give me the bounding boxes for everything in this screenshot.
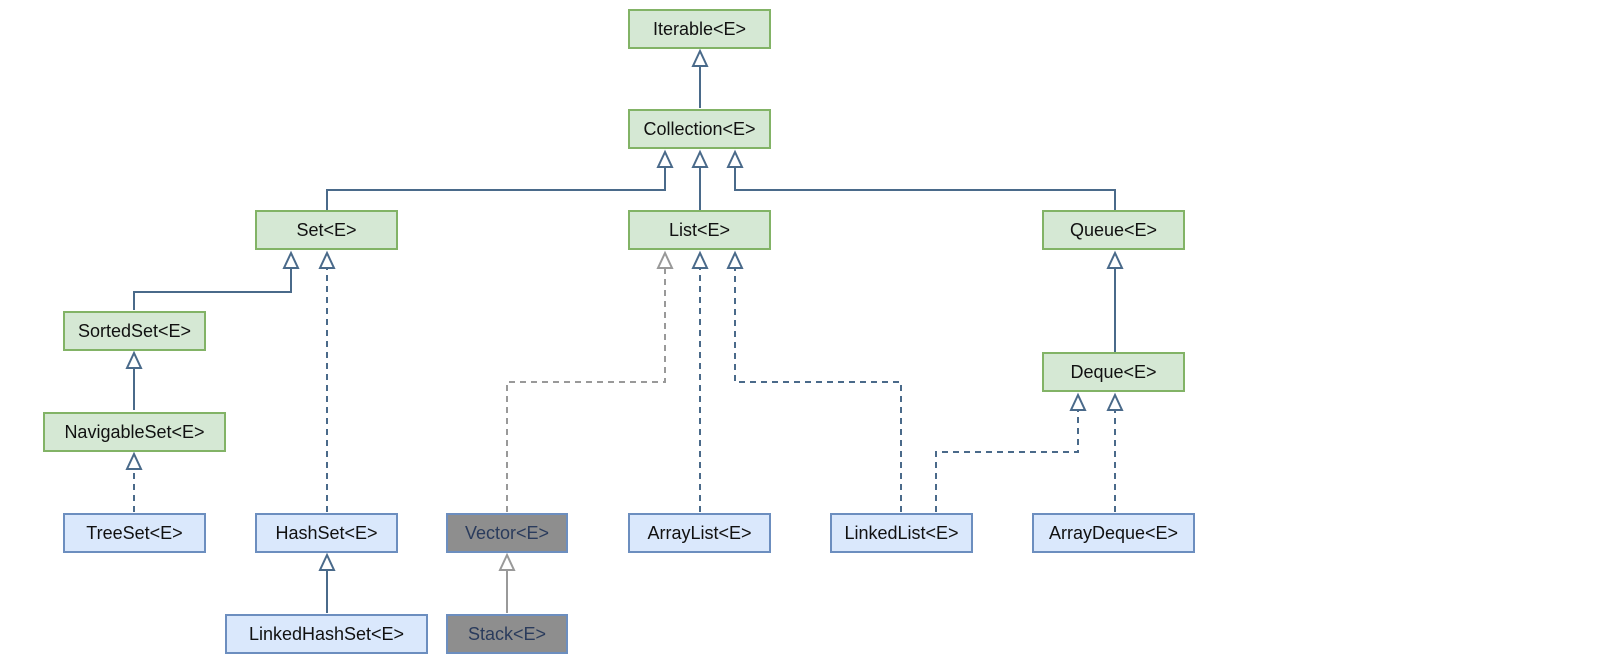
node-queue: Queue<E> [1042, 210, 1185, 250]
node-treeset: TreeSet<E> [63, 513, 206, 553]
arrowhead-icon [318, 250, 336, 269]
node-collection: Collection<E> [628, 109, 771, 149]
arrowhead-icon [691, 149, 709, 168]
node-hashset: HashSet<E> [255, 513, 398, 553]
edge-queue-collection [734, 167, 1116, 210]
arrowhead-icon [726, 250, 744, 269]
edge-set-collection [326, 167, 666, 210]
edge-sortedset-set [133, 268, 292, 310]
arrowhead-icon [318, 552, 336, 571]
arrowhead-icon [656, 250, 674, 269]
arrowhead-icon [691, 48, 709, 67]
arrowhead-icon [691, 250, 709, 269]
node-linkedlist: LinkedList<E> [830, 513, 973, 553]
node-linkedhashset: LinkedHashSet<E> [225, 614, 428, 654]
node-navigableset: NavigableSet<E> [43, 412, 226, 452]
node-stack: Stack<E> [446, 614, 568, 654]
arrowhead-icon [125, 451, 143, 470]
arrowhead-icon [282, 250, 300, 269]
arrowhead-icon [656, 149, 674, 168]
node-arraydeque: ArrayDeque<E> [1032, 513, 1195, 553]
arrowhead-icon [1106, 392, 1124, 411]
arrowhead-icon [1106, 250, 1124, 269]
arrowhead-icon [498, 552, 516, 571]
node-deque: Deque<E> [1042, 352, 1185, 392]
arrowhead-icon [125, 350, 143, 369]
node-iterable: Iterable<E> [628, 9, 771, 49]
node-list: List<E> [628, 210, 771, 250]
edge-vector-list [506, 268, 666, 512]
arrowhead-icon [726, 149, 744, 168]
node-vector: Vector<E> [446, 513, 568, 553]
node-set: Set<E> [255, 210, 398, 250]
node-arraylist: ArrayList<E> [628, 513, 771, 553]
node-sortedset: SortedSet<E> [63, 311, 206, 351]
arrowhead-icon [1069, 392, 1087, 411]
edge-linkedlist-list [734, 268, 902, 512]
edge-linkedlist-deque [935, 410, 1079, 512]
